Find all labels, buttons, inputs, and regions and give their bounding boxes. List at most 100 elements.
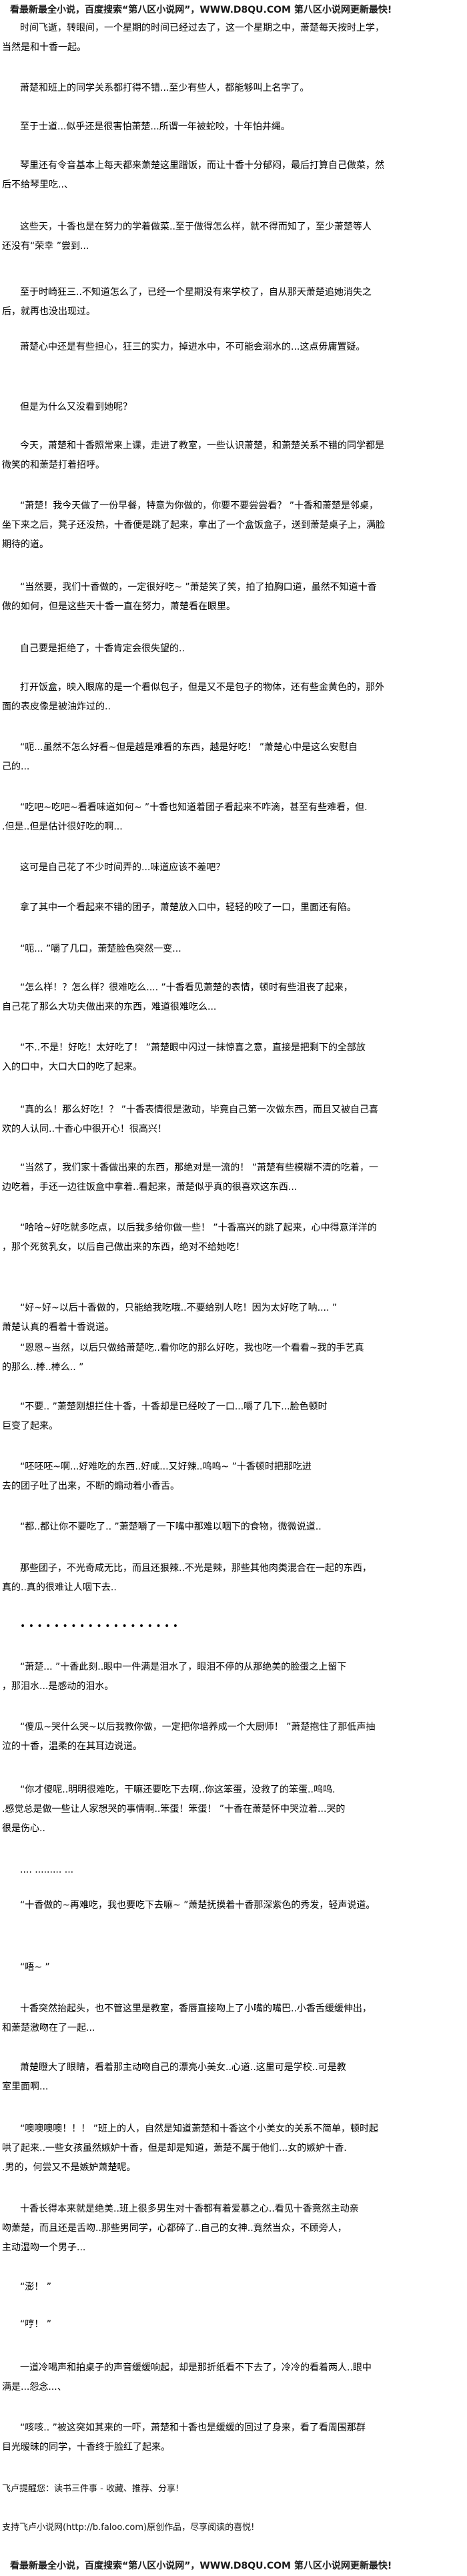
paragraph: 十香突然抬起头，也不管这里是教室，香唇直接吻上了小嘴的嘴巴..小香舌缓缓伸出，和… [2, 1999, 462, 2038]
paragraph: “当然了，我们家十香做出来的东西，那绝对是一流的！ ”萧楚有些模糊不清的吃着，一… [2, 1159, 462, 1197]
paragraph-line: .但是..但是估计很好吃的啊... [2, 822, 123, 832]
paragraph: 拿了其中一个看起来不错的团子，萧楚放入口中，轻轻的咬了一口，里面还有陷。 [2, 898, 462, 918]
paragraph-line: 边吃着，手还一边往饭盒中拿着..看起来，萧楚似乎真的很喜欢这东西... [2, 1182, 298, 1193]
paragraph: “不..不是！好吃！太好吃了！ ”萧楚眼中闪过一抹惊喜之意，直接是把剩下的全部放… [2, 1038, 462, 1077]
paragraph: 萧楚瞪大了眼睛，看着那主动吻自己的漂亮小美女..心道..这里可是学校..可是教室… [2, 2058, 462, 2097]
paragraph: 至于士道...似乎还是很害怕萧楚...所谓一年被蛇咬，十年怕井绳。 [2, 117, 462, 137]
paragraph-line: 泣的十香，温柔的在其耳边说道。 [2, 1741, 142, 1752]
paragraph: 自己要是拒绝了，十香肯定会很失望的.. [2, 639, 462, 659]
paragraph: “哈哈~好吃就多吃点，以后我多给你做一些！ ”十香高兴的跳了起来，心中得意洋洋的… [2, 1219, 462, 1257]
paragraph: “恩恩~当然，以后只做给萧楚吃..看你吃的那么好吃，我也吃一个看看~我的手艺真的… [2, 1339, 462, 1377]
paragraph-line: 己的... [2, 761, 30, 772]
paragraph-line: 这可是自己花了不少时间弄的...味道应该不差吧？ [20, 862, 225, 873]
paragraph-line: 的那么..棒..棒么.. ” [2, 1362, 84, 1373]
paragraph: “呸呸呸~啊...好难吃的东西..好咸...又好辣..呜呜~ ”十香顿时把那吃进… [2, 1458, 462, 1496]
paragraph-line: .感觉总是做一些让人家想哭的事情啊..笨蛋！笨蛋！ ”十香在萧楚怀中哭泣着...… [2, 1804, 346, 1815]
paragraph-line: 目光暧昧的同学，十香终于脸红了起来。 [2, 2442, 170, 2453]
paragraph: “咳咳.. ”被这突如其来的一吓，萧楚和十香也是缓缓的回过了身来，看了看周围那群… [2, 2419, 462, 2457]
paragraph-line: 当然是和十香一起。 [2, 42, 86, 53]
paragraph-line: 微笑的和萧楚打着招呼。 [2, 460, 105, 470]
paragraph-line: 去的团子吐了出来，不断的煽动着小香舌。 [2, 1481, 179, 1492]
paragraph-line: 至于士道...似乎还是很害怕萧楚...所谓一年被蛇咬，十年怕井绳。 [20, 121, 290, 132]
paragraph-line: 这些天，十香也是在努力的学着做菜..至于做得怎么样，就不得而知了，至少萧楚等人 [20, 222, 372, 232]
paragraph-line: “当然了，我们家十香做出来的东西，那绝对是一流的！ ”萧楚有些模糊不清的吃着，一 [20, 1163, 378, 1173]
paragraph: 十香长得本来就是绝美..班上很多男生对十香都有着爱慕之心..看见十香竟然主动亲吻… [2, 2200, 462, 2258]
paragraph: “噢噢噢噢！！！ ”班上的人，自然是知道萧楚和十香这个小美女的关系不简单，顿时起… [2, 2120, 462, 2178]
site-banner-bottom: 看最新最全小说，百度搜索“第八区小说网”，WWW.D8QU.COM 第八区小说网… [10, 2561, 392, 2571]
paragraph-line: 那些团子，不光奇咸无比，而且还狠辣..不光是辣，那些其他肉类混合在一起的东西， [20, 1563, 372, 1574]
paragraph-line: 今天，萧楚和十香照常来上课，走进了教室，一些认识萧楚，和萧楚关系不错的同学都是 [20, 440, 384, 451]
site-banner-top: 看最新最全小说，百度搜索“第八区小说网”，WWW.D8QU.COM 第八区小说网… [10, 5, 392, 15]
paragraph-line: “哼！ ” [20, 2319, 51, 2330]
paragraph-line: 一道冷喝声和拍桌子的声音缓缓响起，却是那折纸看不下去了，冷冷的看着两人..眼中 [20, 2362, 372, 2373]
paragraph: “吃吧~吃吧~看看味道如何~ ”十香也知道着团子看起来不咋滴，甚至有些难看，但.… [2, 798, 462, 837]
paragraph: “你才傻呢..明明很难吃，干嘛还要吃下去啊..你这笨蛋，没救了的笨蛋..呜呜..… [2, 1781, 462, 1839]
paragraph-line: 萧楚瞪大了眼睛，看着那主动吻自己的漂亮小美女..心道..这里可是学校..可是教 [20, 2062, 346, 2073]
paragraph: “怎么样！？怎么样？很难吃么.... ”十香看见萧楚的表情，顿时有些沮丧了起来，… [2, 978, 462, 1017]
footer-reminder: 飞卢提醒您：读书三件事 - 收藏、推荐、分享! [2, 2484, 179, 2494]
paragraph: “哼！ ” [2, 2315, 462, 2334]
paragraph-line: “怎么样！？怎么样？很难吃么.... ”十香看见萧楚的表情，顿时有些沮丧了起来， [20, 982, 353, 993]
paragraph-line: 吻萧楚，而且还是舌吻..那些男同学，心都碎了..自己的女神..竟然当众，不顾旁人… [2, 2223, 347, 2234]
paragraph-line: “恩恩~当然，以后只做给萧楚吃..看你吃的那么好吃，我也吃一个看看~我的手艺真 [20, 1343, 364, 1353]
paragraph: 今天，萧楚和十香照常来上课，走进了教室，一些认识萧楚，和萧楚关系不错的同学都是微… [2, 436, 462, 475]
paragraph-line: “真的么！那么好吃！？ ”十香表情很是激动，毕竟自己第一次做东西，而且又被自己喜 [20, 1104, 378, 1115]
paragraph: .... ......... ... [2, 1861, 462, 1880]
paragraph-line: “当然要，我们十香做的，一定很好吃~ ”萧楚笑了笑，拍了拍胸口道，虽然不知道十香 [20, 582, 377, 593]
paragraph: “萧楚！我今天做了一份早餐，特意为你做的，你要不要尝尝看？ ”十香和萧楚是邻桌，… [2, 497, 462, 555]
paragraph-line: “萧楚！我今天做了一份早餐，特意为你做的，你要不要尝尝看？ ”十香和萧楚是邻桌， [20, 501, 378, 511]
paragraph-line: 十香突然抬起头，也不管这里是教室，香唇直接吻上了小嘴的嘴巴..小香舌缓缓伸出， [20, 2003, 372, 2014]
paragraph-line: ，那个死贫乳女，以后自己做出来的东西，绝对不给她吃！ [2, 1242, 245, 1253]
paragraph-line: 入的口中，大口大口的吃了起来。 [2, 1062, 142, 1072]
paragraph: 一道冷喝声和拍桌子的声音缓缓响起，却是那折纸看不下去了，冷冷的看着两人..眼中满… [2, 2358, 462, 2397]
paragraph: 至于时崎狂三..不知道怎么了，已经一个星期没有来学校了，自从那天萧楚追她消失之后… [2, 283, 462, 322]
paragraph-line: 打开饭盒，映入眼席的是一个看似包子，但是又不是包子的物体，还有些金黄色的，那外 [20, 682, 384, 693]
paragraph-line: “吃吧~吃吧~看看味道如何~ ”十香也知道着团子看起来不咋滴，甚至有些难看，但. [20, 802, 368, 813]
paragraph-line: 满是...怨念...、 [2, 2382, 67, 2392]
paragraph-line: 萧楚和班上的同学关系都打得不错...至少有些人，都能够叫上名字了。 [20, 83, 310, 93]
paragraph: 萧楚和班上的同学关系都打得不错...至少有些人，都能够叫上名字了。 [2, 79, 462, 98]
paragraph-line: 自己花了那么大功夫做出来的东西，难道很难吃么... [2, 1002, 217, 1012]
paragraph-line: .男的，何尝又不是嫉妒萧楚呢。 [2, 2162, 136, 2173]
paragraph: 这可是自己花了不少时间弄的...味道应该不差吧？ [2, 858, 462, 878]
paragraph: “都..都让你不要吃了.. ”萧楚嚼了一下嘴中那难以咽下的食物，微微说道.. [2, 1518, 462, 1537]
paragraph-line: 还没有“荣幸 ”尝到... [2, 241, 89, 252]
paragraph-line: 坐下来之后，凳子还没热，十香便是跳了起来，拿出了一个盒饭盒子，送到萧楚桌子上，满… [2, 520, 385, 531]
paragraph-line: 萧楚心中还是有些担心，狂三的实力，掉进水中，不可能会溺水的...这点毋庸置疑。 [20, 342, 366, 352]
paragraph-line: “不要.. ”萧楚刚想拦住十香，十香却是已经咬了一口...嚼了几下...脸色顿时 [20, 1401, 328, 1412]
paragraph-line: 主动湿吻一个男子... [2, 2242, 86, 2253]
paragraph: “不要.. ”萧楚刚想拦住十香，十香却是已经咬了一口...嚼了几下...脸色顿时… [2, 1397, 462, 1436]
paragraph: • • • • • • • • • • • • • • • • • • • [2, 1617, 462, 1636]
paragraph-line: 做的如何，但是这些天十香一直在努力，萧楚看在眼里。 [2, 601, 236, 612]
paragraph: “唔~ ” [2, 1958, 462, 1977]
paragraph: 萧楚心中还是有些担心，狂三的实力，掉进水中，不可能会溺水的...这点毋庸置疑。 [2, 338, 462, 357]
paragraph-line: “呃... ”嚼了几口，萧楚脸色突然一变... [20, 944, 181, 954]
paragraph-line: “都..都让你不要吃了.. ”萧楚嚼了一下嘴中那难以咽下的食物，微微说道.. [20, 1522, 322, 1532]
paragraph: “十香做的~再难吃，我也要吃下去嘛~ ”萧楚抚摸着十香那深紫色的秀发，轻声说道。 [2, 1896, 462, 1915]
paragraph-line: 巨变了起来。 [2, 1421, 58, 1431]
paragraph-line: “好~好~以后十香做的，只能给我吃哦..不要给别人吃！因为太好吃了呐.... ” [20, 1303, 338, 1313]
paragraph-line: 萧楚认真的看着十香说道。 [2, 1322, 114, 1333]
paragraph-line: 欢的人认同..十香心中很开心！很高兴！ [2, 1124, 167, 1135]
paragraph-line: 时间飞逝，转眼间，一个星期的时间已经过去了，这一个星期之中，萧楚每天按时上学， [20, 23, 384, 33]
paragraph-line: 后不给琴里吃..、 [2, 180, 73, 190]
footer-support-link[interactable]: 支持飞卢小说网(http://b.faloo.com)原创作品，尽享阅读的喜悦! [2, 2523, 255, 2533]
paragraph-line: “不..不是！好吃！太好吃了！ ”萧楚眼中闪过一抹惊喜之意，直接是把剩下的全部放 [20, 1042, 366, 1053]
paragraph-line: • • • • • • • • • • • • • • • • • • • [20, 1621, 179, 1632]
paragraph-line: “呸呸呸~啊...好难吃的东西..好咸...又好辣..呜呜~ ”十香顿时把那吃进 [20, 1462, 312, 1472]
paragraph-line: 真的..真的很难让人咽下去.. [2, 1582, 117, 1593]
paragraph-line: 琴里还有令音基本上每天都来萧楚这里蹭饭，而让十香十分郁闷，最后打算自己做菜，然 [20, 160, 384, 171]
paragraph-line: 自己要是拒绝了，十香肯定会很失望的.. [20, 643, 185, 654]
paragraph: “当然要，我们十香做的，一定很好吃~ ”萧楚笑了笑，拍了拍胸口道，虽然不知道十香… [2, 578, 462, 617]
paragraph-line: “呃...虽然不怎么好看~但是越是难看的东西，越是好吃！ ”萧楚心中是这么安慰自 [20, 742, 358, 753]
paragraph-line: 后，就再也没出现过。 [2, 306, 95, 317]
paragraph: 那些团子，不光奇咸无比，而且还狠辣..不光是辣，那些其他肉类混合在一起的东西， 真… [2, 1559, 462, 1598]
paragraph: “真的么！那么好吃！？ ”十香表情很是激动，毕竟自己第一次做东西，而且又被自己喜… [2, 1100, 462, 1139]
paragraph: 时间飞逝，转眼间，一个星期的时间已经过去了，这一个星期之中，萧楚每天按时上学， 当… [2, 19, 462, 57]
paragraph-line: ，那泪水...是感动的泪水。 [2, 1681, 114, 1692]
paragraph-line: “唔~ ” [20, 1962, 50, 1973]
paragraph: 但是为什么又没看到她呢？ [2, 398, 462, 417]
paragraph-line: .... ......... ... [20, 1865, 74, 1875]
paragraph-line: 至于时崎狂三..不知道怎么了，已经一个星期没有来学校了，自从那天萧楚追她消失之 [20, 287, 372, 298]
paragraph: 琴里还有令音基本上每天都来萧楚这里蹭饭，而让十香十分郁闷，最后打算自己做菜，然后… [2, 156, 462, 195]
